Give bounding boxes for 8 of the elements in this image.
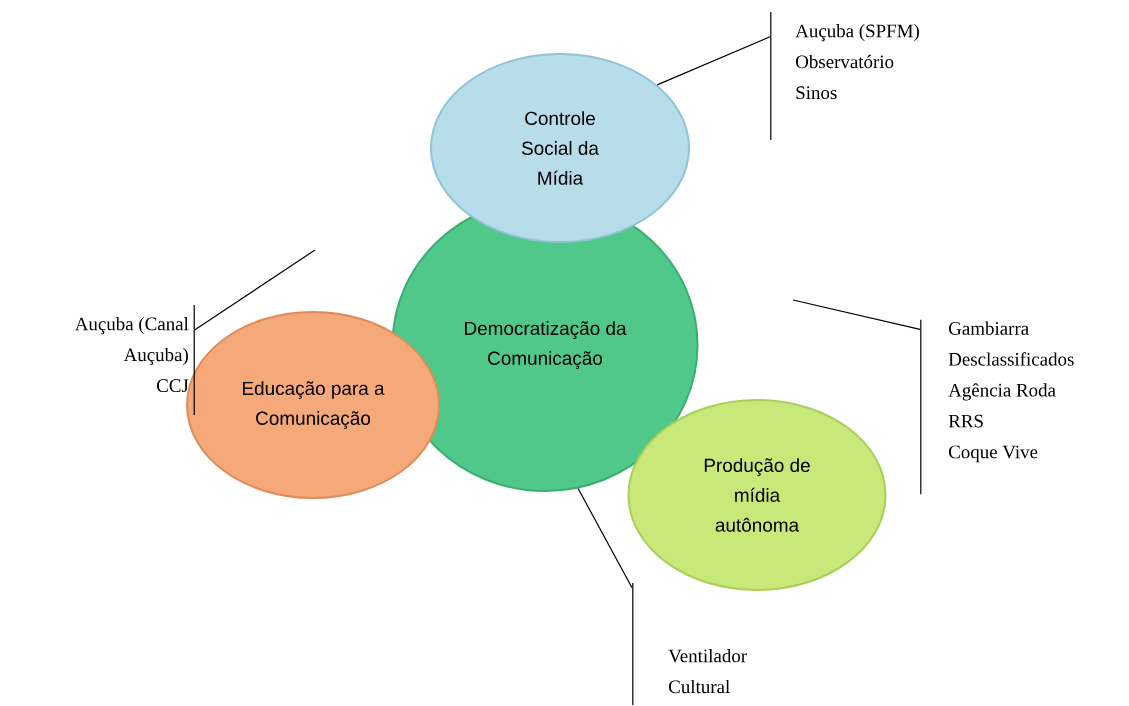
leader-line: [194, 249, 316, 331]
bracketed-text: Gambiarra Desclassificados Agência Roda RRS Coque Vive: [920, 319, 1074, 495]
ellipse-node: Produção de mídia autônoma: [627, 399, 887, 591]
bracketed-text: Auçuba (SPFM) Observatório Sinos: [770, 12, 919, 140]
leader-line: [656, 36, 771, 86]
leader-line: [792, 299, 921, 330]
ellipse-node: Controle Social da Mídia: [430, 53, 690, 243]
leader-line: [577, 487, 633, 589]
